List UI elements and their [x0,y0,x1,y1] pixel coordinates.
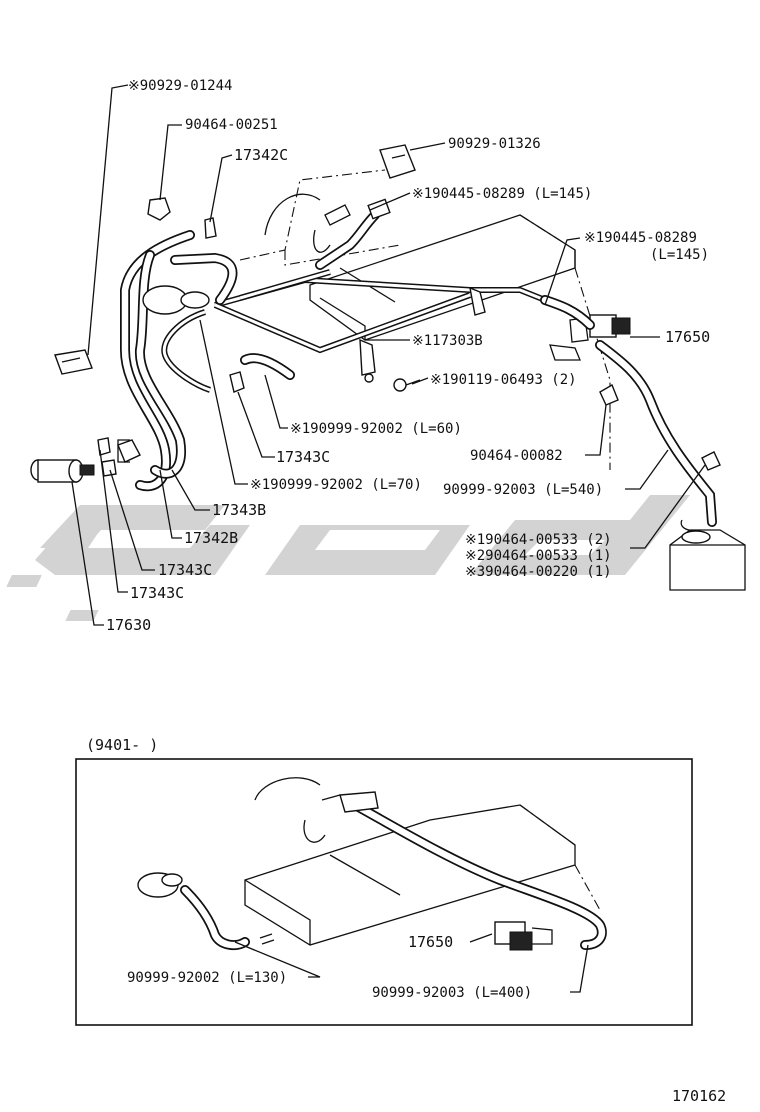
watermark [6,495,690,621]
label-p17: 17342B [184,529,238,547]
label-p02: 90464-00251 [185,117,278,133]
upper-assembly [30,84,746,626]
label-p08: 17650 [665,328,710,346]
top-labels: ※90929-01244 90464-00251 17342C 90929-01… [106,78,710,634]
inset-label-i01: 17650 [408,933,453,951]
label-p12: 90464-00082 [470,448,563,464]
inset-label-i03: 90999-92003 (L=400) [372,985,532,1001]
label-p23: 17630 [106,616,151,634]
figure-number: 170162 [672,1087,726,1105]
label-p21: 17343C [158,561,212,579]
label-p06: ※190445-08289 [584,230,697,246]
label-p03: 17342C [234,146,288,164]
label-p13: 17343C [276,448,330,466]
label-p10: ※190119-06493 (2) [430,372,577,388]
label-p04: 90929-01326 [448,136,541,152]
inset-label-i02: 90999-92002 (L=130) [127,970,287,986]
label-p11: ※190999-92002 (L=60) [290,421,462,437]
label-p07: (L=145) [650,247,709,263]
label-p15: 90999-92003 (L=540) [443,482,603,498]
inset-title: (9401- ) [86,736,158,754]
label-p22: 17343C [130,584,184,602]
label-p20: ※390464-00220 (1) [465,564,612,580]
label-p09: ※117303B [412,333,483,349]
inset-frame [75,758,693,1026]
label-p19: ※290464-00533 (1) [465,548,612,564]
label-p01: ※90929-01244 [128,78,232,94]
label-p18: ※190464-00533 (2) [465,532,612,548]
label-p14: ※190999-92002 (L=70) [250,477,422,493]
inset-panel: (9401- ) 17650 90999-92002 (L=130) [75,736,693,1026]
label-p16: 17343B [212,501,266,519]
label-p05: ※190445-08289 (L=145) [412,186,592,202]
